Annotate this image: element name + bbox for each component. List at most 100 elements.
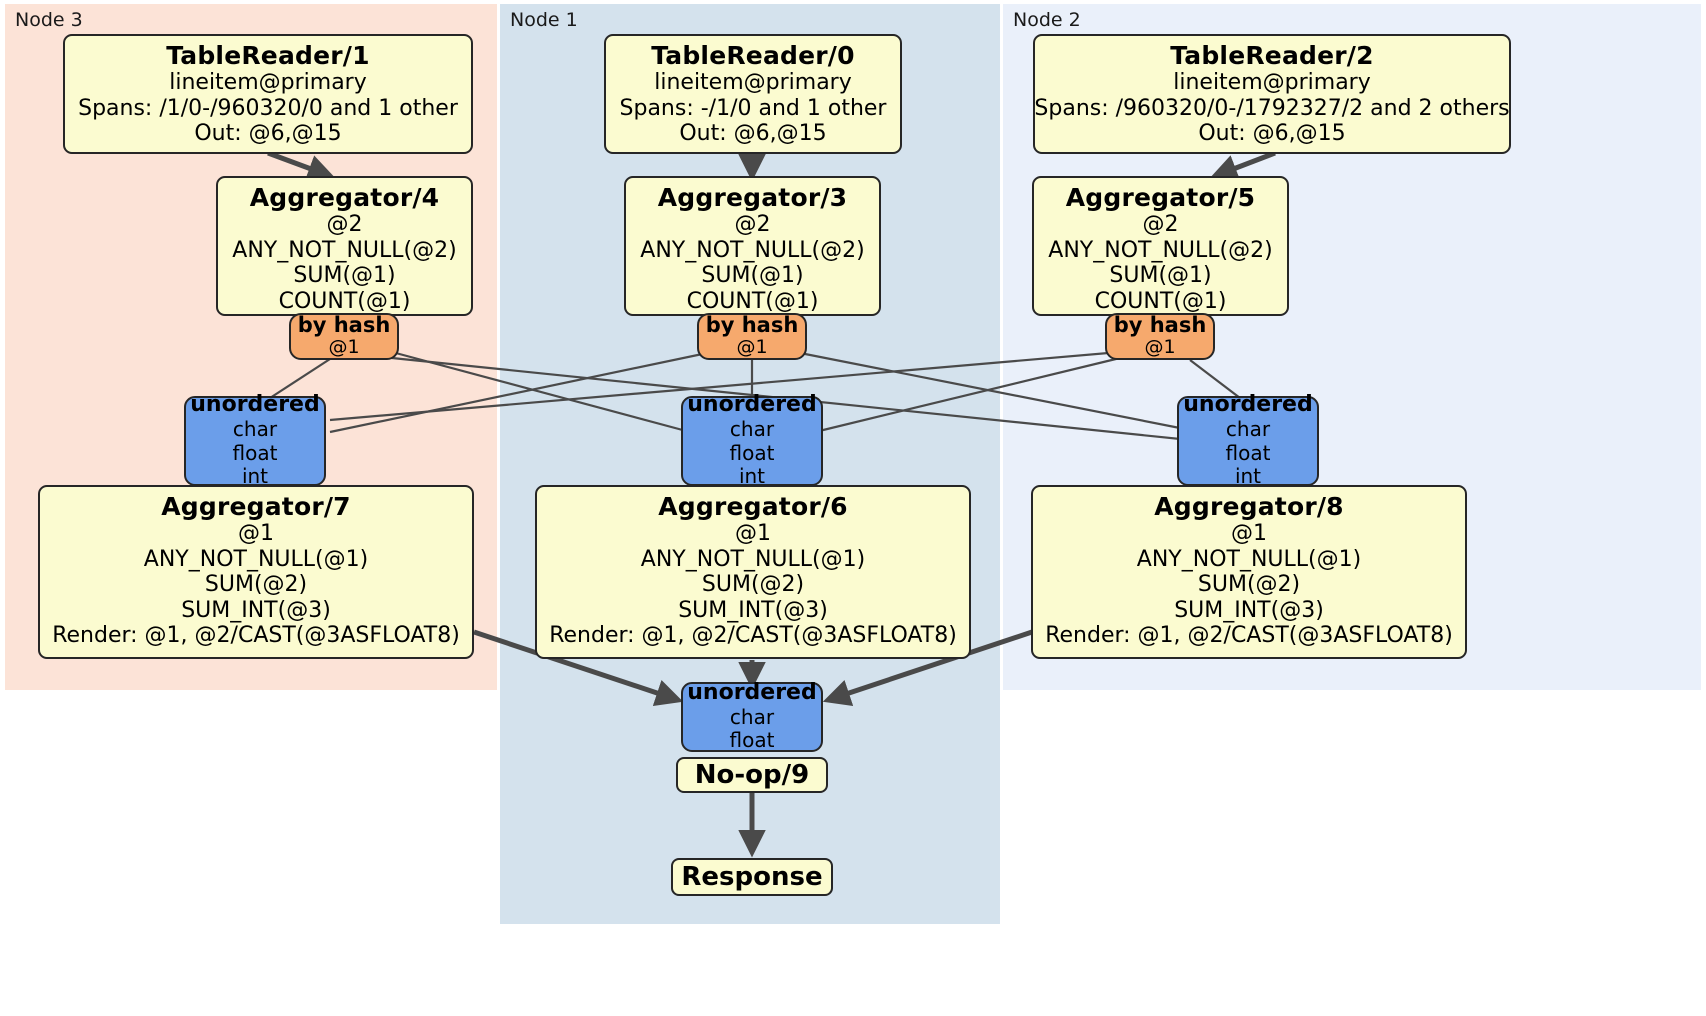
router-title: by hash bbox=[297, 313, 391, 338]
processor-group: @1 bbox=[735, 521, 771, 546]
processor-aggregator-8[interactable]: Aggregator/8 @1 ANY_NOT_NULL(@1) SUM(@2)… bbox=[1031, 485, 1467, 659]
processor-agg-2: SUM(@2) bbox=[204, 572, 308, 598]
processor-group: @2 bbox=[734, 212, 771, 237]
router-by-hash-node2[interactable]: by hash @1 bbox=[1105, 313, 1215, 360]
processor-title: TableReader/2 bbox=[1170, 41, 1374, 70]
node-panel-label: Node 2 bbox=[1013, 9, 1081, 31]
edge-router2-sync1 bbox=[814, 356, 1121, 434]
synchronizer-type-0: char bbox=[729, 416, 775, 441]
processor-out: Out: @6,@15 bbox=[194, 121, 342, 147]
synchronizer-unordered-node1[interactable]: unordered char float int bbox=[681, 392, 823, 488]
processor-aggregator-7[interactable]: Aggregator/7 @1 ANY_NOT_NULL(@1) SUM(@2)… bbox=[38, 485, 474, 659]
processor-agg-2: SUM(@1) bbox=[701, 263, 804, 289]
synchronizer-title: unordered bbox=[190, 392, 320, 418]
edge-router2-sync2 bbox=[1189, 359, 1241, 399]
edge-agg7-finalsync bbox=[473, 629, 684, 707]
edge-tr2-agg5 bbox=[1209, 150, 1276, 181]
processor-noop-9[interactable]: No-op/9 bbox=[676, 757, 828, 793]
synchronizer-type-0: char bbox=[729, 704, 775, 729]
router-by-hash-node1[interactable]: by hash @1 bbox=[697, 313, 807, 360]
processor-render: Render: @1, @2/CAST(@3ASFLOAT8) bbox=[549, 623, 957, 649]
processor-out: Out: @6,@15 bbox=[679, 121, 827, 147]
processor-agg-3: COUNT(@1) bbox=[686, 288, 819, 314]
processor-agg-1: ANY_NOT_NULL(@1) bbox=[1136, 546, 1362, 572]
processor-agg-3: SUM_INT(@3) bbox=[181, 597, 331, 623]
processor-agg-1: ANY_NOT_NULL(@2) bbox=[1048, 237, 1273, 263]
processor-spans: Spans: /960320/0-/1792327/2 and 2 others bbox=[1034, 95, 1510, 121]
processor-agg-1: ANY_NOT_NULL(@2) bbox=[640, 237, 865, 263]
processor-title: Aggregator/4 bbox=[249, 183, 440, 212]
processor-title: Aggregator/3 bbox=[657, 183, 848, 212]
processor-title: Aggregator/6 bbox=[658, 492, 848, 521]
synchronizer-title: unordered bbox=[687, 392, 817, 418]
processor-tablereader-2[interactable]: TableReader/2 lineitem@primary Spans: /9… bbox=[1033, 34, 1511, 154]
processor-title: Aggregator/5 bbox=[1065, 183, 1256, 212]
synchronizer-type-1: float bbox=[729, 440, 775, 465]
synchronizer-title: unordered bbox=[1183, 392, 1313, 418]
edge-router3-sync1 bbox=[391, 350, 691, 434]
edge-router1-sync3 bbox=[329, 350, 713, 434]
synchronizer-type-0: char bbox=[1225, 416, 1271, 441]
processor-agg-2: SUM(@2) bbox=[701, 572, 805, 598]
edge-router1-sync2 bbox=[794, 350, 1191, 432]
processor-agg-2: SUM(@2) bbox=[1197, 572, 1301, 598]
synchronizer-type-2: int bbox=[241, 464, 269, 489]
processor-group: @1 bbox=[238, 521, 274, 546]
processor-title: TableReader/1 bbox=[166, 41, 370, 70]
processor-group: @2 bbox=[1142, 212, 1179, 237]
processor-aggregator-6[interactable]: Aggregator/6 @1 ANY_NOT_NULL(@1) SUM(@2)… bbox=[535, 485, 971, 659]
synchronizer-title: unordered bbox=[687, 680, 817, 706]
processor-spans: Spans: /1/0-/960320/0 and 1 other bbox=[78, 95, 458, 121]
processor-agg-1: ANY_NOT_NULL(@2) bbox=[232, 237, 457, 263]
synchronizer-type-1: float bbox=[232, 440, 278, 465]
synchronizer-type-0: char bbox=[232, 416, 278, 441]
processor-agg-3: COUNT(@1) bbox=[1094, 288, 1227, 314]
node-panel-label: Node 3 bbox=[15, 9, 83, 31]
router-title: by hash bbox=[1113, 313, 1207, 338]
synchronizer-type-1: float bbox=[729, 728, 775, 753]
processor-title: Aggregator/7 bbox=[161, 492, 351, 521]
processor-title: Aggregator/8 bbox=[1154, 492, 1344, 521]
synchronizer-type-1: float bbox=[1225, 440, 1271, 465]
router-column: @1 bbox=[736, 336, 768, 359]
processor-agg-1: ANY_NOT_NULL(@1) bbox=[640, 546, 866, 572]
processor-table: lineitem@primary bbox=[1173, 70, 1371, 95]
processor-agg-3: COUNT(@1) bbox=[278, 288, 411, 314]
processor-agg-1: ANY_NOT_NULL(@1) bbox=[143, 546, 369, 572]
processor-table: lineitem@primary bbox=[654, 70, 852, 95]
processor-title: No-op/9 bbox=[694, 760, 810, 790]
processor-group: @2 bbox=[326, 212, 363, 237]
processor-agg-3: SUM_INT(@3) bbox=[1174, 597, 1324, 623]
synchronizer-unordered-node2[interactable]: unordered char float int bbox=[1177, 392, 1319, 489]
node-panel-label: Node 1 bbox=[510, 9, 578, 31]
processor-render: Render: @1, @2/CAST(@3ASFLOAT8) bbox=[52, 623, 460, 649]
processor-aggregator-5[interactable]: Aggregator/5 @2 ANY_NOT_NULL(@2) SUM(@1)… bbox=[1032, 176, 1289, 316]
edge-router2-sync3 bbox=[329, 350, 1121, 422]
processor-agg-3: SUM_INT(@3) bbox=[678, 597, 828, 623]
processor-title: Response bbox=[681, 862, 823, 892]
router-column: @1 bbox=[1144, 336, 1176, 359]
router-column: @1 bbox=[328, 336, 360, 359]
processor-tablereader-1[interactable]: TableReader/1 lineitem@primary Spans: /1… bbox=[63, 34, 473, 154]
processor-aggregator-4[interactable]: Aggregator/4 @2 ANY_NOT_NULL(@2) SUM(@1)… bbox=[216, 176, 473, 316]
processor-aggregator-3[interactable]: Aggregator/3 @2 ANY_NOT_NULL(@2) SUM(@1)… bbox=[624, 176, 881, 316]
processor-table: lineitem@primary bbox=[169, 70, 367, 95]
processor-response[interactable]: Response bbox=[671, 858, 833, 896]
processor-tablereader-0[interactable]: TableReader/0 lineitem@primary Spans: -/… bbox=[604, 34, 902, 154]
processor-agg-2: SUM(@1) bbox=[1109, 263, 1212, 289]
edge-tr1-agg4 bbox=[267, 150, 336, 182]
edge-agg8-finalsync bbox=[822, 629, 1033, 707]
edge-router3-sync3 bbox=[269, 358, 331, 399]
router-by-hash-node3[interactable]: by hash @1 bbox=[289, 313, 399, 360]
processor-agg-2: SUM(@1) bbox=[293, 263, 396, 289]
synchronizer-unordered-node3[interactable]: unordered char float int bbox=[184, 392, 326, 489]
synchronizer-unordered-final[interactable]: unordered char float bbox=[681, 680, 823, 753]
synchronizer-type-2: int bbox=[1234, 464, 1262, 489]
processor-out: Out: @6,@15 bbox=[1198, 121, 1346, 147]
processor-group: @1 bbox=[1231, 521, 1267, 546]
router-title: by hash bbox=[705, 313, 799, 338]
processor-title: TableReader/0 bbox=[651, 41, 855, 70]
processor-spans: Spans: -/1/0 and 1 other bbox=[619, 95, 887, 121]
